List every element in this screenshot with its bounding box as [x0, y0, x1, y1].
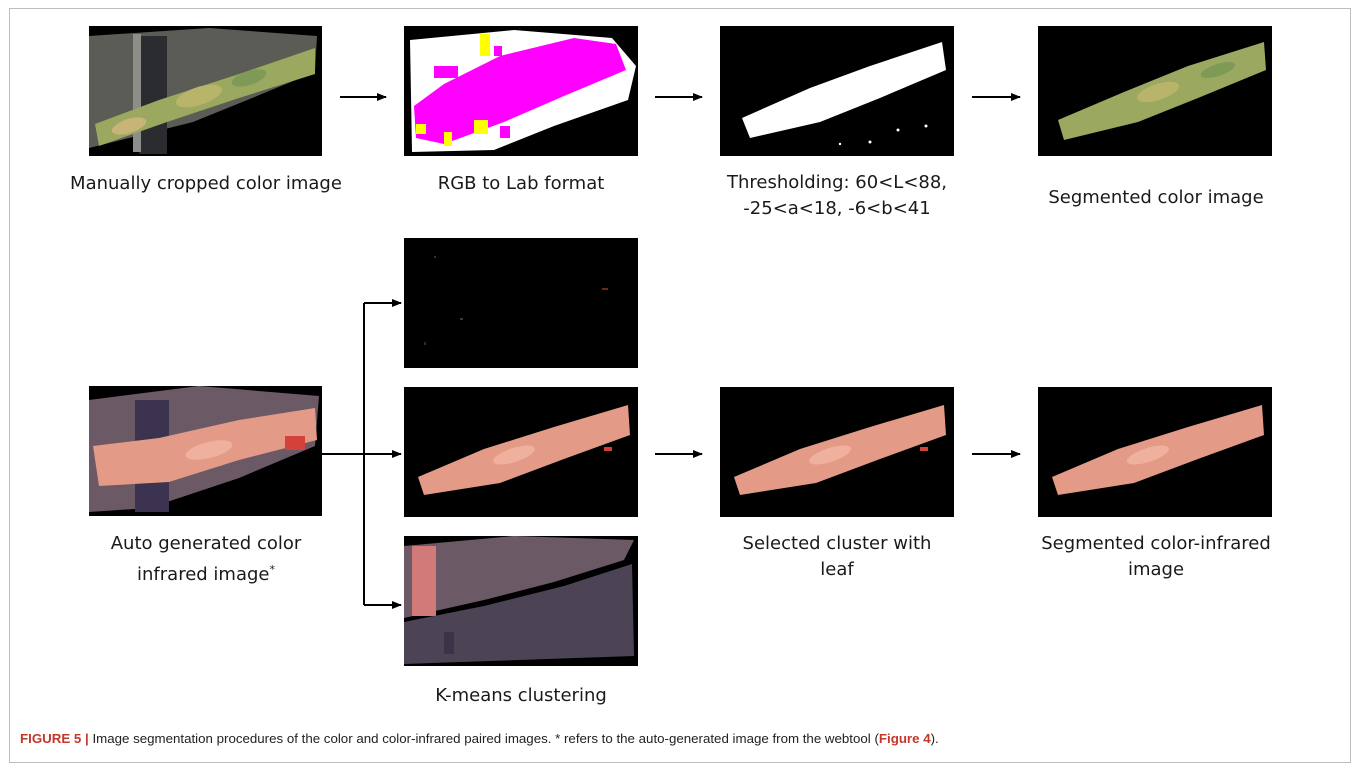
label-segmented-color: Segmented color image: [1020, 186, 1292, 210]
label-cir-line1: Auto generated color: [60, 532, 352, 556]
kmeans-cluster-2-image: [404, 387, 638, 517]
label-segmented-cir-line2: image: [1020, 558, 1292, 582]
segmented-cir-image: [1038, 387, 1272, 517]
color-leaf-image: [89, 26, 322, 156]
label-kmeans: K-means clustering: [404, 684, 638, 708]
label-selected-line2: leaf: [700, 558, 974, 582]
segmented-color-image: [1038, 26, 1272, 156]
figure-caption: FIGURE 5 | Image segmentation procedures…: [20, 731, 1340, 746]
label-cir-line2: infrared image*: [60, 558, 352, 587]
figure-4-link[interactable]: Figure 4: [879, 731, 931, 746]
selected-cluster-image: [720, 387, 954, 517]
threshold-mask-image: [720, 26, 954, 156]
caption-text-after: ).: [931, 731, 939, 746]
label-threshold-line1: Thresholding: 60<L<88,: [700, 171, 974, 195]
label-color-original: Manually cropped color image: [60, 172, 352, 196]
kmeans-cluster-1-image: [404, 238, 638, 368]
cir-original-image: [89, 386, 322, 516]
label-segmented-cir-line1: Segmented color-infrared: [1020, 532, 1292, 556]
label-lab: RGB to Lab format: [404, 172, 638, 196]
caption-text-before: Image segmentation procedures of the col…: [89, 731, 879, 746]
kmeans-cluster-3-image: [404, 536, 638, 666]
label-cir-line2-text: infrared image: [137, 564, 269, 585]
label-threshold-line2: -25<a<18, -6<b<41: [700, 197, 974, 221]
figure-label: FIGURE 5 |: [20, 731, 89, 746]
lab-format-image: [404, 26, 638, 156]
label-selected-line1: Selected cluster with: [700, 532, 974, 556]
footnote-mark: *: [269, 563, 275, 576]
